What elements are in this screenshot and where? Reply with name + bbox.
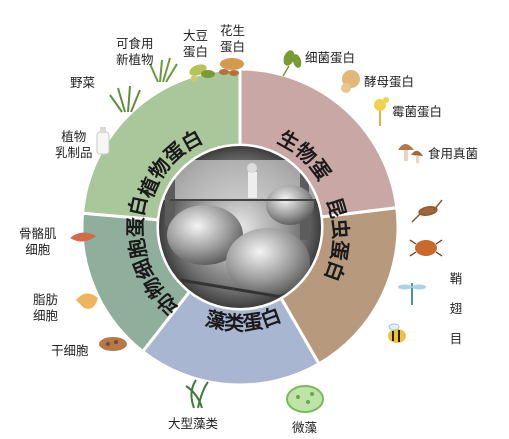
label-coleoptera: 鞘 bbox=[448, 271, 464, 287]
label-line: 细胞 bbox=[25, 242, 51, 257]
bacteria-icon bbox=[282, 50, 302, 77]
beetle-icon bbox=[409, 239, 443, 257]
label-line: 可食用 bbox=[116, 36, 154, 51]
label-line: 脂肪 bbox=[33, 292, 59, 307]
peanut-icon bbox=[219, 58, 244, 76]
label-soybean-protein: 大豆 蛋白 bbox=[183, 28, 208, 60]
muscle-cell-icon bbox=[70, 232, 96, 242]
label-plant-dairy: 植物 乳制品 bbox=[55, 129, 93, 161]
soybean-icon bbox=[189, 64, 215, 81]
dragonfly-icon bbox=[398, 283, 426, 305]
label-microalgae: 微藻 bbox=[292, 420, 318, 435]
seaweed-icon bbox=[185, 379, 209, 409]
yeast-icon bbox=[341, 70, 360, 93]
label-line: 乳制品 bbox=[55, 145, 93, 160]
label-skeletal-muscle-cells: 骨骼肌 细胞 bbox=[19, 226, 57, 258]
label-line: 翅 bbox=[449, 301, 463, 316]
label-macroalgae: 大型藻类 bbox=[168, 416, 219, 431]
label-line: 目 bbox=[449, 331, 463, 346]
label-line: 骨骼肌 bbox=[19, 226, 57, 241]
label-wild-vegetables: 野菜 bbox=[70, 75, 96, 90]
label-line: 细胞 bbox=[33, 308, 59, 323]
ring bbox=[80, 67, 400, 387]
label-line: 蛋白 bbox=[183, 44, 209, 59]
wild-vegetable-icon bbox=[109, 85, 141, 113]
mushroom-icon bbox=[398, 144, 423, 163]
fat-cell-icon bbox=[76, 293, 98, 309]
label-peanut-protein: 花生 蛋白 bbox=[220, 23, 245, 55]
label-line: 鞘 bbox=[449, 271, 463, 286]
label-coleoptera-3: 目 bbox=[448, 331, 464, 347]
mold-icon bbox=[374, 97, 389, 126]
label-line: 大豆 bbox=[183, 28, 209, 43]
milk-bottle-icon bbox=[96, 127, 110, 155]
microalgae-icon bbox=[286, 385, 324, 413]
bee-icon bbox=[388, 323, 406, 343]
label-fat-cells: 脂肪 细胞 bbox=[33, 292, 58, 324]
label-line: 蛋白 bbox=[220, 39, 246, 54]
label-line: 植物 bbox=[61, 129, 87, 144]
stem-cell-icon bbox=[99, 337, 127, 351]
label-line: 花生 bbox=[220, 23, 246, 38]
label-yeast-protein: 酵母蛋白 bbox=[364, 74, 415, 89]
label-coleoptera-2: 翅 bbox=[448, 301, 464, 317]
label-mold-protein: 霉菌蛋白 bbox=[392, 104, 443, 119]
label-stem-cells: 干细胞 bbox=[51, 343, 89, 358]
label-line: 新植物 bbox=[116, 52, 154, 67]
label-edible-new-plants: 可食用 新植物 bbox=[116, 36, 154, 68]
label-edible-fungi: 食用真菌 bbox=[428, 146, 479, 161]
label-bacterial-protein: 细菌蛋白 bbox=[305, 50, 356, 65]
cricket-icon bbox=[411, 199, 443, 223]
grass-icon bbox=[149, 57, 178, 83]
